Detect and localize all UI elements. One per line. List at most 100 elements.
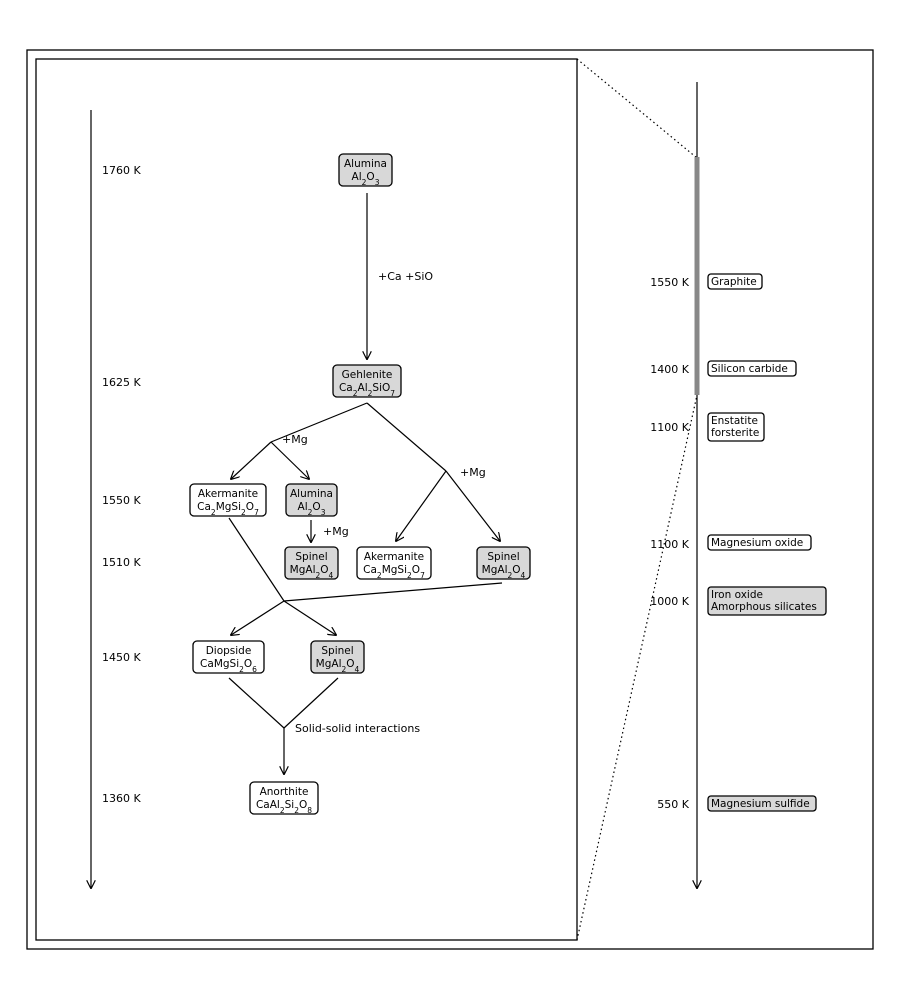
mineral-boxes: AluminaAl2O3GehleniteCa2Al2SiO7Akermanit… [189, 153, 531, 815]
mineral-box-frame [192, 640, 265, 674]
condensate-box [707, 795, 817, 812]
mineral-box-frame [249, 781, 319, 815]
formula-element: Al [298, 501, 308, 513]
formula-element: MgAl [290, 564, 316, 576]
mineral-name: Gehlenite [342, 369, 393, 381]
formula-subscript: 2 [342, 665, 347, 674]
formula-subscript: 6 [252, 665, 257, 674]
condensate-name: Enstatite [711, 415, 758, 427]
formula-subscript: 2 [239, 665, 244, 674]
zoom-range-bar [694, 157, 700, 395]
formula-element: O [346, 658, 354, 670]
mineral-formula: Al2O3 [298, 501, 326, 517]
line-spinel3-to-solid [283, 677, 339, 729]
reaction-network [228, 193, 503, 774]
formula-element: Ca [197, 501, 211, 513]
formula-subscript: 2 [316, 571, 321, 580]
formula-subscript: 2 [353, 389, 358, 398]
condensation-temperature: 550 K [657, 798, 689, 811]
mineral-name: Anorthite [260, 786, 309, 798]
formula-subscript: 2 [294, 806, 299, 815]
zoom-connector-bottom [576, 394, 698, 941]
mineral-box-frame [338, 153, 393, 187]
formula-subscript: 2 [362, 178, 367, 187]
formula-subscript: 3 [321, 508, 326, 517]
formula-subscript: 3 [375, 178, 380, 187]
mineral-formula: CaMgSi2O6 [200, 658, 257, 674]
formula-element: MgAl [482, 564, 508, 576]
mineral-box-frame [476, 546, 531, 580]
mineral-formula: Ca2Al2SiO7 [339, 382, 395, 398]
mineral-name: Spinel [295, 551, 327, 563]
formula-subscript: 4 [355, 665, 360, 674]
mineral-box-frame [332, 364, 402, 398]
condensation-temperature: 1400 K [650, 363, 689, 376]
formula-element: Ca [363, 564, 377, 576]
formula-element: O [412, 564, 420, 576]
formula-element: CaAl [256, 799, 280, 811]
formula-subscript: 2 [308, 508, 313, 517]
condensate-mgs: 550 K Magnesium sulfide [657, 795, 817, 812]
mineral-name: Alumina [290, 488, 333, 500]
formula-element: O [366, 171, 374, 183]
condensate-box [707, 534, 812, 551]
formula-element: O [512, 564, 520, 576]
reaction-label-mg-3: +Mg [323, 525, 349, 538]
reaction-label-mg-1: +Mg [282, 433, 308, 446]
mineral-box-frame [285, 483, 338, 517]
condensate-sic: 1400 K Silicon carbide [650, 360, 797, 377]
mineral-name: Spinel [487, 551, 519, 563]
condensation-temperature: 1000 K [650, 595, 689, 608]
condensate-box [707, 360, 797, 377]
mineral-name: Akermanite [364, 551, 424, 563]
reaction-labels: +Ca +SiO +Mg +Mg +Mg Solid-solid interac… [282, 270, 486, 735]
condensate-name: Iron oxide [711, 589, 763, 601]
temp-label-1760: 1760 K [102, 164, 141, 177]
condensate-name: Magnesium sulfide [711, 798, 810, 810]
condensate-name: Silicon carbide [711, 363, 788, 375]
mineral-name: Alumina [344, 158, 387, 170]
formula-subscript: 7 [420, 571, 425, 580]
mineral-name: Diopside [206, 645, 252, 657]
formula-element: MgAl [316, 658, 342, 670]
line-gehlenite-to-branch-left [270, 402, 368, 443]
formula-subscript: 7 [254, 508, 259, 517]
formula-subscript: 2 [280, 806, 285, 815]
formula-element: Ca [339, 382, 353, 394]
outer-frame [26, 49, 874, 950]
condensation-temperature: 1550 K [650, 276, 689, 289]
reaction-label-solid-solid: Solid-solid interactions [295, 722, 420, 735]
condensate-name: Magnesium oxide [711, 537, 803, 549]
temp-label-1550: 1550 K [102, 494, 141, 507]
temp-label-1360: 1360 K [102, 792, 141, 805]
formula-element: O [299, 799, 307, 811]
arrow-branch-to-spinel2 [445, 470, 500, 541]
condensate-box [707, 273, 763, 290]
condensation-temperature: 1100 K [650, 421, 689, 434]
arrow-branch-to-alumina2 [270, 441, 309, 479]
formula-subscript: 2 [211, 508, 216, 517]
line-akermanite1-to-merge [228, 517, 285, 602]
arrow-merge-to-diopside [231, 600, 285, 635]
condensate-box [707, 586, 827, 616]
formula-element: Si [285, 799, 295, 811]
mineral-formula: Ca2MgSi2O7 [197, 501, 259, 517]
formula-subscript: 2 [508, 571, 513, 580]
reaction-label-ca-sio: +Ca +SiO [378, 270, 433, 283]
formula-element: Al [352, 171, 362, 183]
left-temperature-labels: 1760 K 1625 K 1550 K 1510 K 1450 K 1360 … [102, 164, 141, 805]
condensate-name: Amorphous silicates [711, 601, 817, 613]
line-diopside-to-solid [228, 677, 285, 729]
condensation-temperature: 1100 K [650, 538, 689, 551]
